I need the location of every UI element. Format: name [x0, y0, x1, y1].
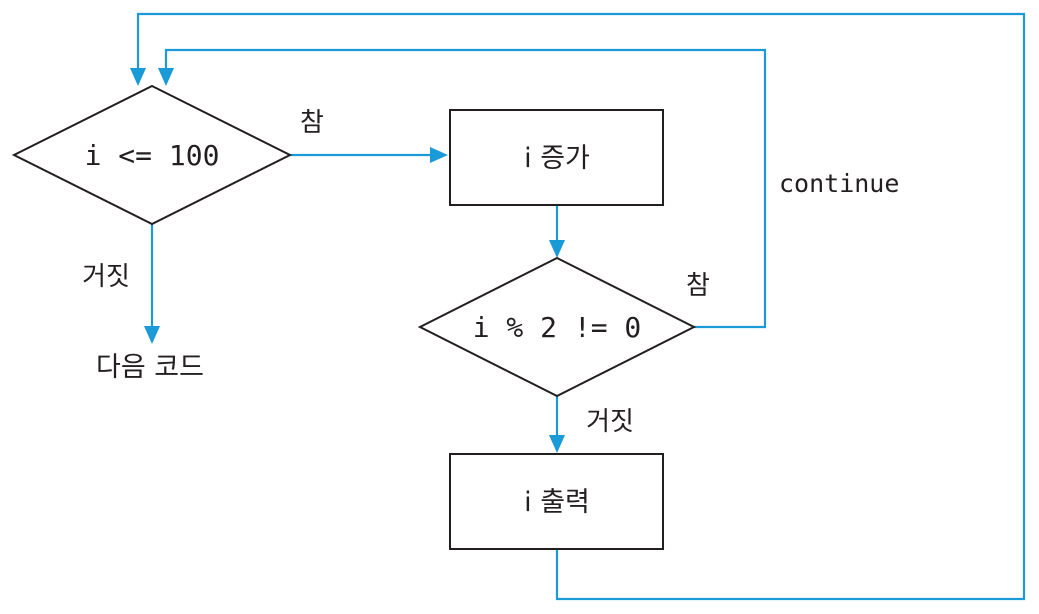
loop-true-label: 참	[300, 108, 324, 138]
odd-check-node: i % 2 != 0	[417, 256, 697, 398]
increment-box	[449, 109, 664, 206]
arrowhead-continue	[158, 68, 174, 86]
odd-check-text: i % 2 != 0	[473, 311, 642, 344]
increment-text: i 증가	[524, 143, 590, 174]
arrowhead-check-false	[549, 435, 565, 453]
edge-continue	[164, 48, 767, 329]
arrowhead-loop-true	[430, 147, 448, 163]
loop-false-label: 거짓	[82, 262, 130, 292]
edge-loop-back	[136, 12, 1026, 601]
loop-condition-text: i <= 100	[85, 139, 220, 172]
continue-label: continue	[779, 169, 899, 198]
loop-condition-node: i <= 100	[11, 84, 293, 226]
odd-false-label: 거짓	[586, 407, 634, 437]
flowchart-edges	[130, 12, 1026, 601]
odd-check-diamond	[417, 256, 697, 398]
increment-node: i 증가	[449, 109, 664, 206]
loop-condition-diamond	[11, 84, 293, 226]
arrowhead-loop-false	[144, 326, 160, 344]
arrowhead-increment-to-check	[549, 240, 565, 258]
next-code-text: 다음 코드	[96, 352, 204, 383]
arrowhead-loop-back	[130, 68, 146, 86]
print-text: i 출력	[524, 487, 590, 518]
odd-true-label: 참	[686, 271, 710, 301]
print-node: i 출력	[449, 453, 664, 550]
print-box	[449, 453, 664, 550]
